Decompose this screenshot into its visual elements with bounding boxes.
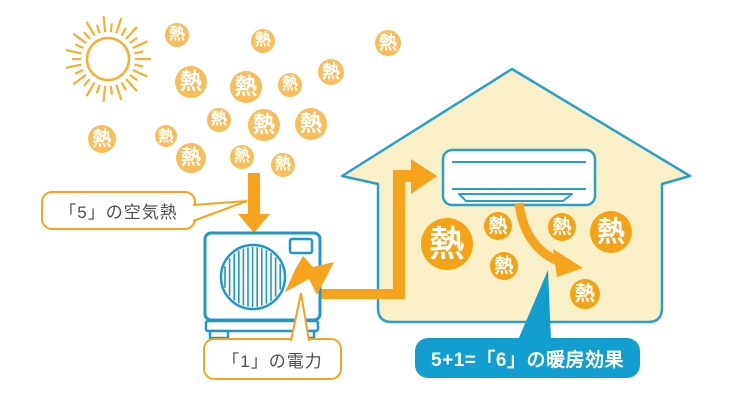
- heating-effect-label: 5+1=「6」の暖房効果: [415, 338, 640, 378]
- air-heat-down-arrow-icon: [238, 173, 270, 233]
- fan-grille-icon: [224, 247, 282, 307]
- air-heat-callout-text: 「5」の空気熱: [59, 203, 178, 222]
- pipe-arrowhead-icon: [411, 159, 437, 194]
- effect-label-pointer: [518, 270, 551, 340]
- air-heat-callout: 「5」の空気熱: [41, 191, 196, 230]
- outdoor-unit: [203, 231, 322, 340]
- electric-power-callout: 「1」の電力: [203, 338, 342, 380]
- outdoor-unit-base: [204, 319, 320, 333]
- sun-rays: [65, 16, 151, 102]
- outdoor-unit-foot-right: [294, 329, 316, 340]
- lightning-icon: [285, 256, 334, 295]
- electric-power-callout-text: 「1」の電力: [222, 351, 323, 371]
- ac-vent-flap: [458, 193, 573, 202]
- heat-flow-pipe: [318, 159, 437, 299]
- indoor-ac-unit: [441, 148, 597, 207]
- outdoor-unit-foot-left: [208, 329, 230, 340]
- outdoor-unit-vent: [288, 237, 314, 255]
- sun-icon: [65, 16, 151, 102]
- fan-circle: [219, 243, 287, 311]
- heating-effect-label-text: 5+1=「6」の暖房効果: [431, 349, 624, 371]
- warm-air-arrow-icon: [514, 202, 583, 277]
